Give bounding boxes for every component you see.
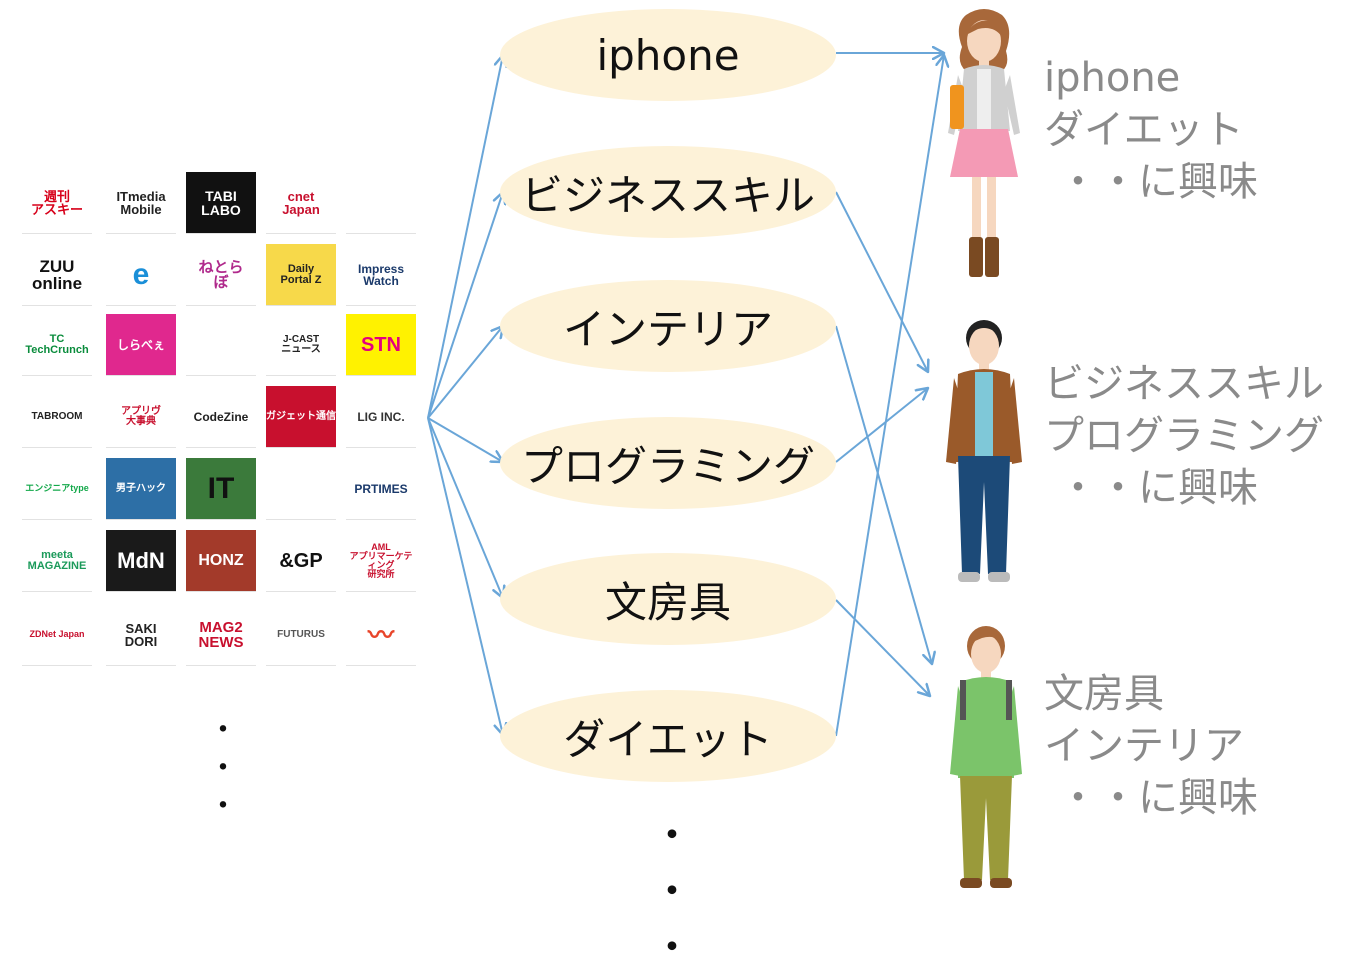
topic-business-skill: ビジネススキル xyxy=(500,146,836,238)
source-logo-tile: ITmedia Mobile xyxy=(106,172,176,234)
source-logo-tile: MAG2 NEWS xyxy=(186,604,256,666)
source-logo-tile xyxy=(266,458,336,520)
user3-interests: 文房具 インテリア ・・に興味 xyxy=(1044,668,1258,824)
source-logo-tile: しらべぇ xyxy=(106,314,176,376)
user1-interests: iphone ダイエット ・・に興味 xyxy=(1044,52,1258,208)
source-logo-tile xyxy=(186,314,256,376)
source-logo-tile: SAKI DORI xyxy=(106,604,176,666)
arrow-sources-to-business xyxy=(427,192,503,419)
topics-more-dots: ・ ・ ・ xyxy=(654,815,691,968)
source-logo-tile: J-CAST ニュース xyxy=(266,314,336,376)
source-logo-tile: TC TechCrunch xyxy=(22,314,92,376)
source-logo-tile: Impress Watch xyxy=(346,244,416,306)
source-logo-tile: 週刊 アスキー xyxy=(22,172,92,234)
user-man-illustration xyxy=(946,320,1022,582)
topic-diet: ダイエット xyxy=(500,690,836,782)
source-logo-tile: アプリヴ 大事典 xyxy=(106,386,176,448)
source-logo-tile: TABROOM xyxy=(22,386,92,448)
source-logo-tile: ZUU online xyxy=(22,244,92,306)
arrow-sources-to-programming xyxy=(427,417,503,462)
sources-more-dots: ・ ・ ・ xyxy=(208,713,238,824)
source-logo-tile: 男子ハック xyxy=(106,458,176,520)
source-logo-tile: &GP xyxy=(266,530,336,592)
user3-interest-suffix: ・・に興味 xyxy=(1058,775,1258,821)
arrow-programming-to-user2 xyxy=(835,388,928,463)
source-logo-tile: エンジニアtype xyxy=(22,458,92,520)
source-logo-tile: CodeZine xyxy=(186,386,256,448)
topic-interior: インテリア xyxy=(500,280,836,372)
arrow-interior-to-user3 xyxy=(835,325,932,664)
arrow-diet-to-user1 xyxy=(835,55,944,737)
arrow-sources-to-interior xyxy=(427,326,503,419)
user3-interest-1: 文房具 xyxy=(1044,671,1164,717)
user2-interest-suffix: ・・に興味 xyxy=(1058,465,1258,511)
arrow-business-to-user2 xyxy=(835,191,928,372)
source-logo-tile: meeta MAGAZINE xyxy=(22,530,92,592)
source-logo-tile: 〰 xyxy=(346,604,416,666)
user-woman-illustration xyxy=(948,9,1020,277)
user-boy-illustration xyxy=(950,626,1022,888)
source-logo-tile: LIG INC. xyxy=(346,386,416,448)
source-logo-tile: PRTIMES xyxy=(346,458,416,520)
source-logo-tile: FUTURUS xyxy=(266,604,336,666)
source-logo-tile: ねとら ぼ xyxy=(186,244,256,306)
source-logo-tile: ZDNet Japan xyxy=(22,604,92,666)
arrow-sources-to-iphone xyxy=(427,55,503,419)
source-logo-tile: Daily Portal Z xyxy=(266,244,336,306)
arrow-sources-to-diet xyxy=(427,417,503,735)
source-logo-tile: TABI LABO xyxy=(186,172,256,234)
source-logo-tile: cnet Japan xyxy=(266,172,336,234)
source-logo-tile: HONZ xyxy=(186,530,256,592)
user1-interest-suffix: ・・に興味 xyxy=(1058,159,1258,205)
source-logo-tile: MdN xyxy=(106,530,176,592)
user2-interest-1: ビジネススキル xyxy=(1044,361,1324,407)
source-logo-tile: IT xyxy=(186,458,256,520)
user1-interest-1: iphone xyxy=(1044,55,1181,101)
user2-interests: ビジネススキル プログラミング ・・に興味 xyxy=(1044,358,1324,514)
source-logo-tile: ガジェット通信 xyxy=(266,386,336,448)
source-logo-tile: STN xyxy=(346,314,416,376)
user2-interest-2: プログラミング xyxy=(1044,413,1324,459)
source-logo-tile xyxy=(346,172,416,234)
user1-interest-2: ダイエット xyxy=(1044,107,1244,153)
topic-iphone: iphone xyxy=(500,9,836,101)
user3-interest-2: インテリア xyxy=(1044,723,1244,769)
arrow-stationery-to-user3 xyxy=(835,599,930,696)
source-logo-tile: AML アプリマーケティング 研究所 xyxy=(346,530,416,592)
arrow-sources-to-stationery xyxy=(427,417,503,598)
source-logo-tile: e xyxy=(106,244,176,306)
topic-programming: プログラミング xyxy=(500,417,836,509)
topic-stationery: 文房具 xyxy=(500,553,836,645)
